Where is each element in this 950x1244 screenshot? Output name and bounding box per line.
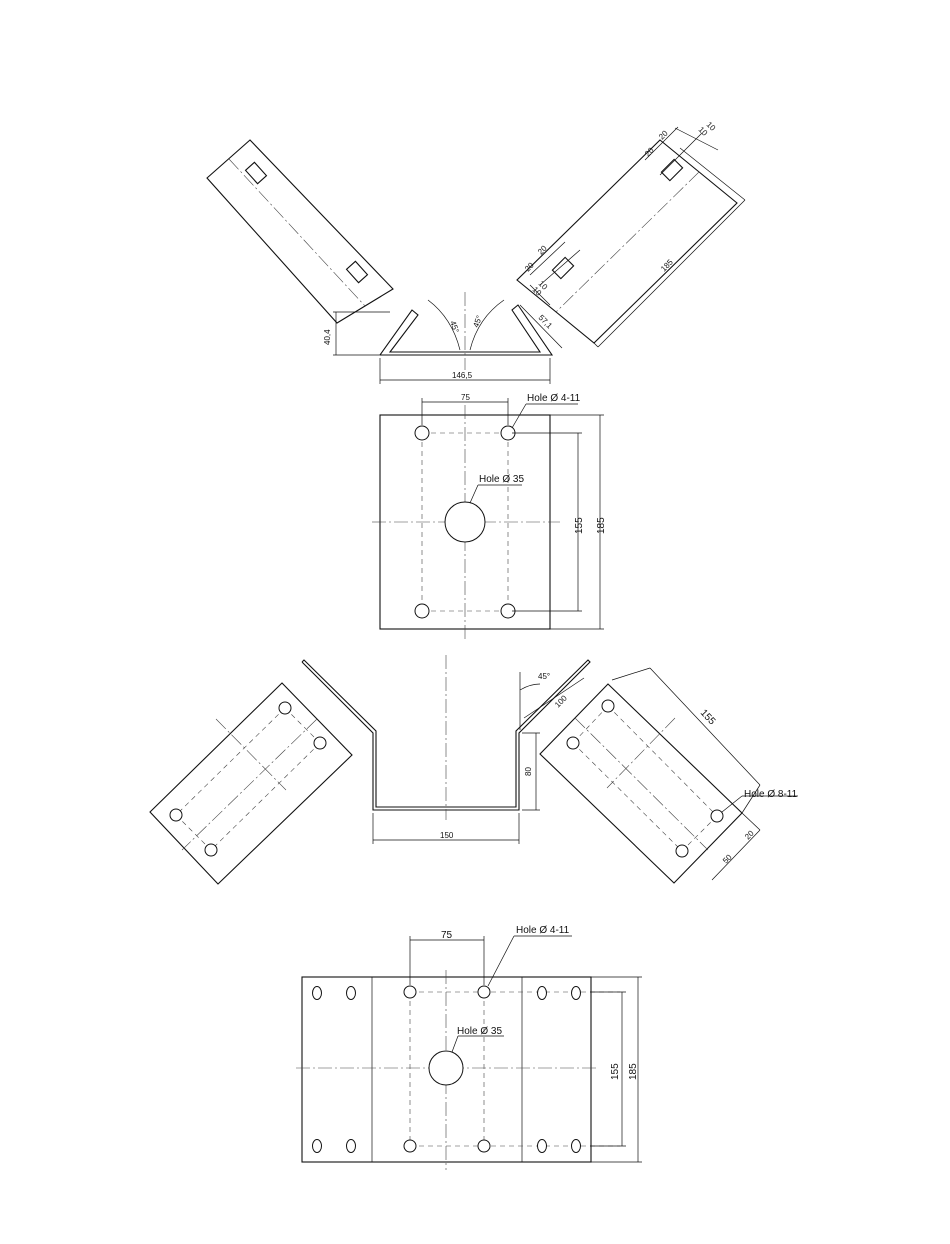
- view3-right-hole-4: [676, 845, 688, 857]
- view1-angle-right-label: 45°: [471, 314, 484, 328]
- view4-hole-big-label: Hole Ø 35: [457, 1026, 502, 1037]
- view3-left-plate: [150, 683, 352, 884]
- view3-left-centerline-b: [182, 719, 317, 850]
- view1-slot-mid-b: 20: [536, 243, 549, 256]
- view4-hole-bottom-right: [478, 1140, 490, 1152]
- view3-right-hole-1: [602, 700, 614, 712]
- view4-flat-pattern: 75 Hole Ø 4-11 Hole Ø 35 155 185: [296, 925, 642, 1170]
- view1-dim-height-label: 40,4: [323, 329, 332, 345]
- view1-right-centerline: [556, 172, 699, 312]
- view2-hole-top-left: [415, 426, 429, 440]
- view3-dim-plate-ext-top: [612, 668, 650, 680]
- view3-right-hole-3: [711, 810, 723, 822]
- view1-dim-length-ext-top: [680, 148, 745, 200]
- view3-right-hole-2: [567, 737, 579, 749]
- view3-u-channel: 45° 100 80 150: [150, 655, 798, 884]
- view4-slot-bl-2: [347, 1140, 356, 1153]
- view3-dim-edge-label: 20: [743, 828, 756, 841]
- view1-slot-top-a: 20: [643, 145, 656, 158]
- view4-dim-outer-label: 185: [628, 1063, 639, 1080]
- view2-hole-center: [445, 502, 485, 542]
- view3-dim-edge-ext: [742, 813, 760, 830]
- view1-angle-left-label: 45°: [448, 320, 461, 334]
- view3-right-centerline-b: [575, 718, 708, 850]
- view1-dim-width-label: 146,5: [452, 371, 473, 380]
- view3-left-centerline-a: [216, 719, 286, 790]
- view1-v-profile: [380, 305, 552, 355]
- view3-right-hole-axis-top: [608, 706, 717, 816]
- view1-dim-length-line: [598, 200, 745, 347]
- view4-slot-tl-1: [313, 987, 322, 1000]
- view3-dim-flange-label: 100: [553, 693, 569, 709]
- view4-hole-small-label: Hole Ø 4-11: [516, 925, 570, 936]
- view3-angle-label: 45°: [538, 672, 550, 681]
- view3-left-hole-axis-right: [211, 743, 320, 850]
- view2-hole-bottom-left: [415, 604, 429, 618]
- view3-right-hole-axis-left: [573, 706, 608, 743]
- view4-slot-tl-2: [347, 987, 356, 1000]
- view4-leader-small: [488, 936, 514, 986]
- view2-leader-big: [470, 485, 478, 503]
- view1-right-plate: [517, 140, 737, 343]
- view1-slot-top-b: 20: [657, 128, 670, 141]
- view2-hole-small-label: Hole Ø 4-11: [527, 393, 581, 404]
- view2-hole-big-label: Hole Ø 35: [479, 474, 524, 485]
- view3-right-centerline-a: [607, 718, 675, 788]
- view4-slot-br-2: [572, 1140, 581, 1153]
- view2-leader-small: [512, 404, 526, 428]
- view3-angle-arc: [520, 684, 540, 690]
- view1-left-slot-lower: [347, 261, 368, 282]
- view3-right-hole-axis-right: [682, 816, 717, 851]
- view4-hole-center: [429, 1051, 463, 1085]
- view3-left-hole-axis-left: [176, 708, 285, 815]
- view3-left-hole-1: [279, 702, 291, 714]
- view3-left-hole-2: [314, 737, 326, 749]
- view3-dim-offset-label: 50: [721, 852, 734, 865]
- view2-dim-inner-label: 155: [574, 517, 585, 534]
- view4-hole-bottom-left: [404, 1140, 416, 1152]
- view2-square-plate: 75 Hole Ø 4-11 Hole Ø 35 155 185: [372, 393, 607, 640]
- view4-leader-big: [452, 1036, 458, 1052]
- view4-slot-tr-1: [538, 987, 547, 1000]
- view4-slot-bl-1: [313, 1140, 322, 1153]
- view3-dim-width-label: 150: [440, 831, 454, 840]
- view1-right-slot-lower: [552, 257, 573, 278]
- view3-left-hole-3: [170, 809, 182, 821]
- view4-dim-spacing-label: 75: [441, 930, 453, 941]
- view3-dim-flange-line: [524, 678, 584, 718]
- view4-slot-tr-2: [572, 987, 581, 1000]
- view3-dim-height-label: 80: [524, 767, 533, 776]
- view2-dim-outer-label: 185: [596, 517, 607, 534]
- view3-dim-plate-label: 155: [698, 708, 718, 728]
- view3-right-hole-axis-bottom: [573, 743, 682, 851]
- view1-dim-flange-label: 57,1: [537, 313, 555, 331]
- view3-left-hole-4: [205, 844, 217, 856]
- view1-dim-length-ext-bottom: [594, 343, 598, 347]
- view1-v-bracket: 45° 45° 40,4 146,5 57,1 185 20 20 10 10 …: [207, 120, 745, 384]
- view1-left-plate: [207, 140, 393, 323]
- view3-hole-label: Hole Ø 8-11: [744, 789, 798, 800]
- view1-dim-length-label: 185: [659, 257, 675, 273]
- view1-slot-mid-dim-line-a: [530, 242, 565, 275]
- view4-dim-inner-label: 155: [610, 1063, 621, 1080]
- view2-dim-spacing-label: 75: [461, 393, 470, 402]
- view1-left-centerline: [229, 159, 365, 306]
- view3-left-hole-axis-top: [285, 708, 320, 743]
- view4-hole-top-left: [404, 986, 416, 998]
- view4-slot-br-1: [538, 1140, 547, 1153]
- view4-hole-top-right: [478, 986, 490, 998]
- view1-slot-mid-dim-line-b: [540, 250, 580, 285]
